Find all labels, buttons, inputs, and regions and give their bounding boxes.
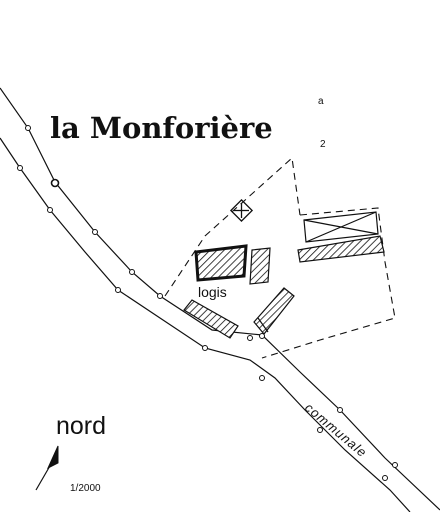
building-label: logis <box>198 284 227 300</box>
place-name: la Monforière <box>50 111 273 145</box>
road-label: communale <box>302 400 370 460</box>
outbuilding-road <box>183 299 239 339</box>
north-label: nord <box>56 412 106 440</box>
north-arrow-icon <box>35 445 59 491</box>
road <box>0 87 440 512</box>
road-edge-upper <box>0 87 440 511</box>
parcel-mark-a: a <box>318 96 324 107</box>
outbuilding-lower <box>253 287 295 335</box>
parcel-mark-2: 2 <box>320 139 326 150</box>
road-markers <box>17 125 398 481</box>
crossed-square-icon <box>229 198 254 223</box>
scale-label: 1/2000 <box>70 483 101 494</box>
logis-building <box>194 244 271 285</box>
parcel-boundary <box>164 156 396 359</box>
outbuilding-right <box>297 211 385 263</box>
